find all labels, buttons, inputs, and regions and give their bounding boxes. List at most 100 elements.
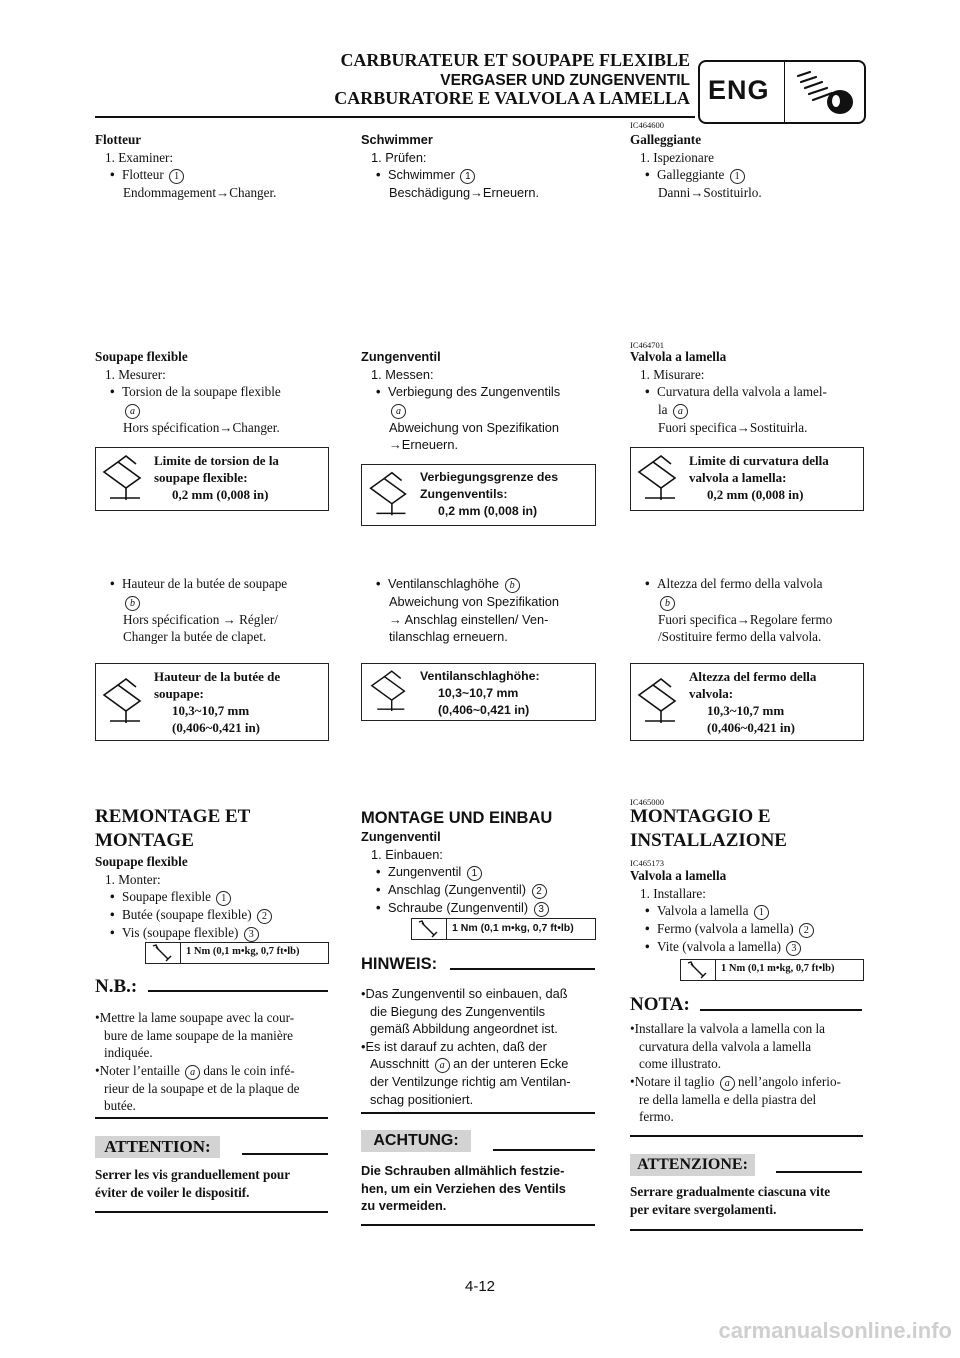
- it-assembly-step: 1. Installare:: [640, 885, 706, 901]
- it-float-title: Galleggiante: [630, 132, 702, 147]
- fr-note1-l2: bure de lame soupape de la manière: [104, 1027, 293, 1043]
- de-reed-action1a: Abweichung von Spezifikation: [389, 419, 560, 435]
- it-note1-l2: curvatura della valvola a lamella: [639, 1038, 812, 1054]
- fr-spec-hauteur-value: 10,3~10,7 mm: [172, 703, 250, 718]
- de-assembly-step: 1. Einbauen:: [371, 846, 443, 862]
- fr-assembly-item3-label: Vis (soupape flexible): [122, 925, 239, 940]
- it-note2-l1a: •Notare il taglio: [630, 1073, 715, 1089]
- it-stopper-callout: b: [630, 593, 865, 611]
- callout-a: a: [125, 403, 140, 419]
- it-torque-box: 1 Nm (0,1 m•kg, 0,7 ft•lb): [680, 959, 864, 981]
- de-float-item: Schwimmer 1: [361, 166, 596, 184]
- it-note-title: NOTA:: [630, 994, 690, 1015]
- fr-reed-step: 1. Mesurer:: [105, 366, 166, 382]
- torque-wrench-icon: [418, 919, 447, 939]
- fr-assembly-item2-label: Butée (soupape flexible): [122, 907, 252, 922]
- fr-note2-l2: rieur de la soupape et de la plaque de: [104, 1080, 300, 1096]
- torque-wrench-icon: [687, 960, 716, 980]
- fr-note2-l1: •Noter l’entaille a dans le coin infé-: [95, 1062, 328, 1080]
- fr-caution-l2: éviter de voiler le dispositif.: [95, 1184, 250, 1200]
- de-assembly-section: MONTAGE UND EINBAU Zungenventil 1. Einba…: [361, 808, 601, 917]
- it-assembly-sub: Valvola a lamella: [630, 868, 727, 883]
- it-spec-curvatura-text: Limite di curvatura della valvola a lame…: [689, 452, 829, 503]
- fr-spec-torsion-text: Limite de torsion de la soupape flexible…: [154, 452, 279, 503]
- fr-note-body: •Mettre la lame soupape avec la cour- bu…: [95, 1009, 328, 1115]
- de-note-end-rule: [361, 1112, 595, 1114]
- section-code-2: IC464701: [630, 340, 664, 350]
- fr-stopper-action-b: Changer la butée de clapet.: [123, 629, 267, 644]
- eng-badge: ENG: [698, 60, 866, 124]
- it-float-step: 1. Ispezionare: [640, 149, 714, 165]
- it-float-section: Galleggiante 1. Ispezionare Galleggiante…: [630, 131, 865, 202]
- fr-spec-hauteur-l2: soupape:: [154, 686, 204, 701]
- header-rule: [95, 116, 695, 118]
- de-spec-biegung-value: 0,2 mm (0,008 in): [438, 504, 538, 518]
- de-assembly-item2: Anschlag (Zungenventil) 2: [361, 881, 601, 899]
- fr-caution-end-rule: [95, 1211, 328, 1213]
- it-spec-box-curvatura: Limite di curvatura della valvola a lame…: [630, 447, 864, 511]
- it-reed-section: Valvola a lamella 1. Misurare: Curvatura…: [630, 348, 865, 436]
- de-note2-l3: der Ventilzunge richtig am Ventilan-: [370, 1074, 571, 1089]
- fr-note2-l3: butée.: [104, 1098, 136, 1113]
- de-caution-title-text: ACHTUNG: [373, 1132, 454, 1149]
- it-float-item: Galleggiante 1: [630, 166, 865, 184]
- callout-1: 1: [466, 866, 482, 881]
- fr-assembly-item1: Soupape flexible 1: [95, 888, 330, 906]
- de-spec-biegung-l2: Zungenventils:: [420, 487, 508, 501]
- spec-limit-icon: [637, 448, 686, 510]
- fr-note-title: N.B.:: [95, 976, 138, 997]
- de-stopper-item-label: Ventilanschlaghöhe: [388, 576, 499, 591]
- de-spec-biegung-text: Verbiegungsgrenze des Zungenventils: 0,2…: [420, 469, 558, 520]
- it-spec-altezza-text: Altezza del fermo della valvola: 10,3~10…: [689, 668, 816, 736]
- it-spec-curvatura-value: 0,2 mm (0,008 in): [707, 487, 804, 502]
- fr-note2-l1a: •Noter l’entaille: [95, 1062, 180, 1078]
- fr-reed-section: Soupape flexible 1. Mesurer: Torsion de …: [95, 348, 330, 436]
- section-code-3: IC465000: [630, 797, 664, 807]
- it-reed-action1: Fuori specifica→Sostituirla.: [658, 419, 808, 435]
- de-spec-anschlag-l1: Ventilanschlaghöhe:: [420, 669, 540, 683]
- de-torque-box: 1 Nm (0,1 m•kg, 0,7 ft•lb): [411, 918, 596, 940]
- de-float-step: 1. Prüfen:: [371, 149, 427, 165]
- fr-float-section: Flotteur 1. Examiner: Flotteur 1 Endomma…: [95, 131, 330, 202]
- it-assembly-item3: Vite (valvola a lamella) 3: [630, 938, 865, 956]
- de-torque-value: 1 Nm (0,1 m•kg, 0,7 ft•lb): [452, 922, 574, 934]
- fr-assembly-item3: Vis (soupape flexible) 3: [95, 924, 330, 942]
- fr-assembly-sub: Soupape flexible: [95, 854, 188, 869]
- de-float-title: Schwimmer: [361, 132, 433, 147]
- callout-b: b: [125, 595, 140, 611]
- fr-assembly-step: 1. Monter:: [105, 871, 161, 887]
- de-reed-item1: Verbiegung des Zungenventils: [361, 383, 601, 401]
- fr-assembly-title-1: REMONTAGE ET: [95, 806, 251, 827]
- fr-float-action: Endommagement→Changer.: [123, 185, 277, 200]
- it-stopper-action-a: Fuori specifica→Regolare fermo: [658, 611, 833, 627]
- fr-float-item: Flotteur 1: [95, 166, 330, 184]
- it-note1-l1: •Installare la valvola a lamella con la: [630, 1021, 826, 1036]
- fr-spec-box-torsion: Limite de torsion de la soupape flexible…: [95, 447, 329, 511]
- de-reed-section: Zungenventil 1. Messen: Verbiegung des Z…: [361, 348, 601, 454]
- fr-float-step: 1. Examiner:: [105, 149, 174, 165]
- de-stopper-item: Ventilanschlaghöhe b: [361, 575, 601, 593]
- it-spec-curvatura-l2: valvola a lamella:: [689, 470, 787, 485]
- de-assembly-item1: Zungenventil 1: [361, 863, 601, 881]
- de-stopper-section: Ventilanschlaghöhe b Abweichung von Spez…: [361, 575, 601, 646]
- it-note-body: •Installare la valvola a lamella con la …: [630, 1020, 863, 1126]
- de-assembly-item1-label: Zungenventil: [388, 864, 462, 879]
- de-note2-l2: Ausschnitt a an der unteren Ecke: [361, 1055, 598, 1073]
- it-caution-l2: per evitare svergolamenti.: [630, 1201, 777, 1217]
- it-torque-value: 1 Nm (0,1 m•kg, 0,7 ft•lb): [721, 963, 835, 974]
- callout-a: a: [391, 403, 406, 419]
- fr-torque-box: 1 Nm (0,1 m•kg, 0,7 ft•lb): [145, 942, 329, 964]
- de-note2-l2b: an der unteren Ecke: [453, 1056, 569, 1071]
- de-caution-l2: hen, um ein Verziehen des Ventils: [361, 1180, 566, 1196]
- header-title-de: VERGASER UND ZUNGENVENTIL: [440, 72, 690, 89]
- fr-note1-l3: indiquée.: [104, 1045, 153, 1060]
- de-spec-box-biegung: Verbiegungsgrenze des Zungenventils: 0,2…: [361, 464, 596, 526]
- fr-caution-title: ATTENTION:: [95, 1136, 220, 1158]
- spec-limit-icon: [102, 448, 151, 510]
- de-spec-anschlag-value: 10,3~10,7 mm: [438, 686, 519, 700]
- fr-spec-torsion-l1: Limite de torsion de la: [154, 453, 279, 468]
- de-stopper-action-a: Abweichung von Spezifikation: [389, 594, 560, 609]
- eng-badge-divider: [784, 62, 785, 122]
- de-float-item-label: Schwimmer: [388, 167, 455, 182]
- it-caution-rule: [776, 1171, 862, 1173]
